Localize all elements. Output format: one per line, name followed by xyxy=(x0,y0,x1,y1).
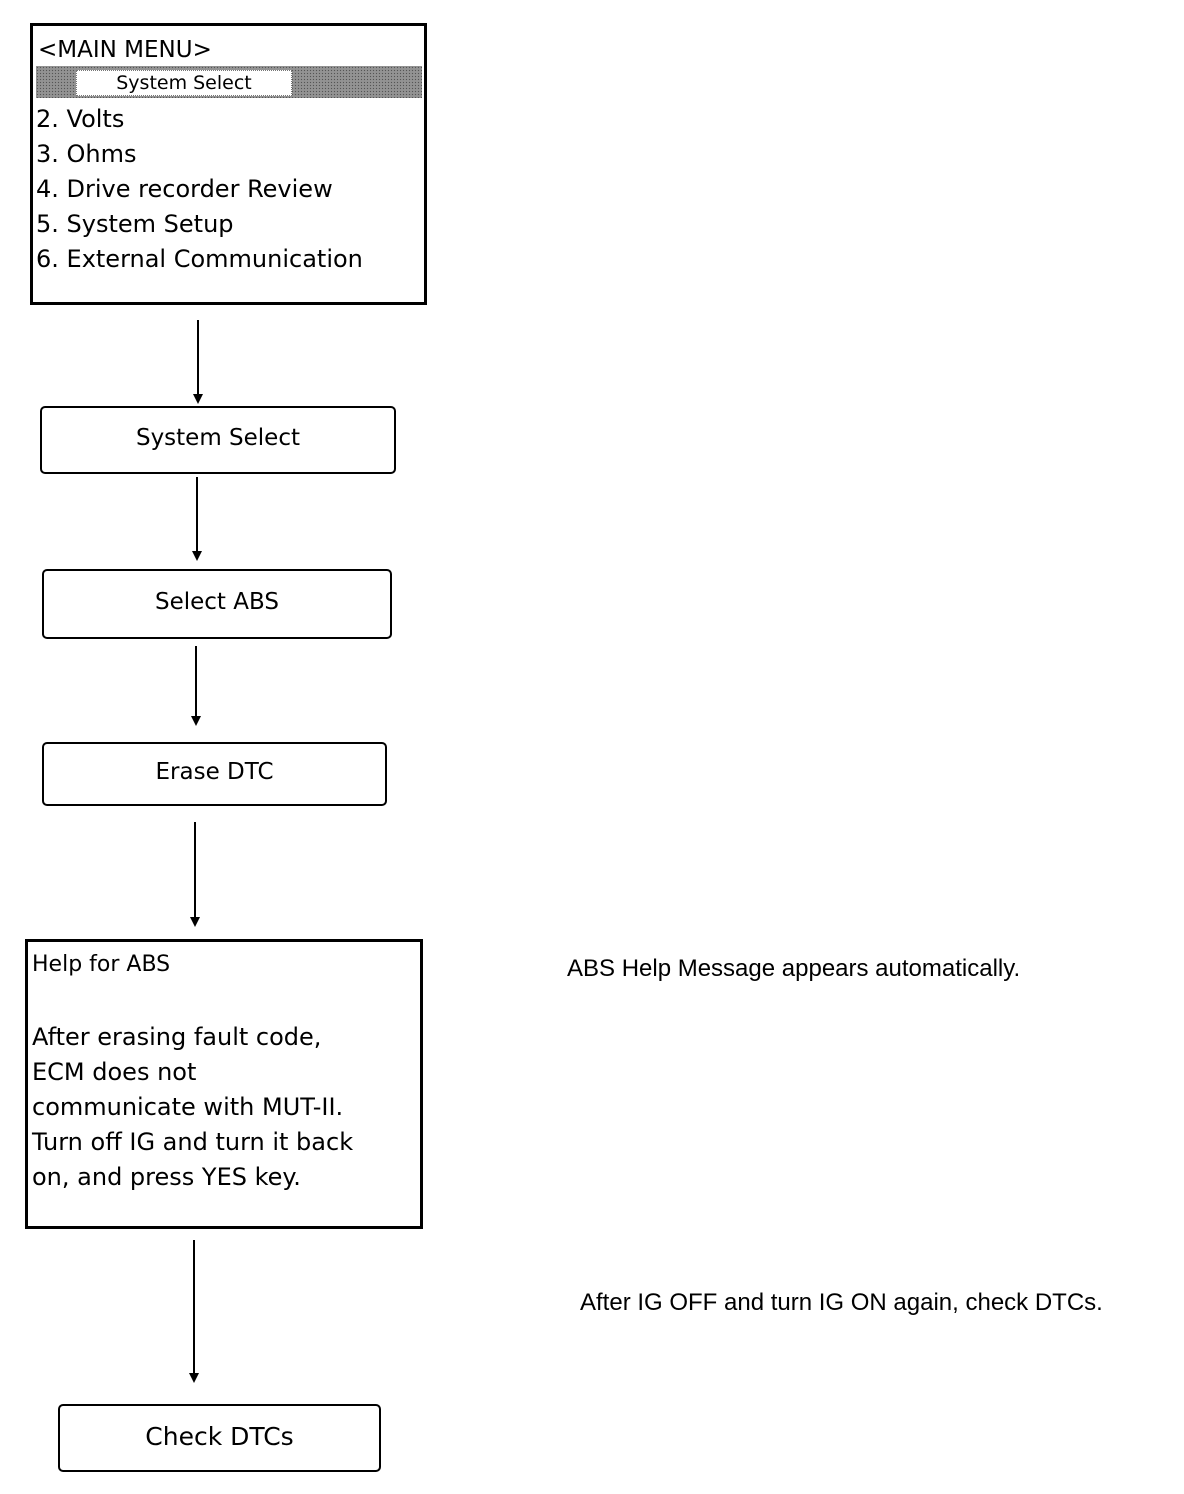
menu-item-volts[interactable]: 2. Volts xyxy=(36,105,125,133)
arrowhead-3 xyxy=(191,716,201,726)
step-system-select: System Select xyxy=(40,406,396,474)
step-check-dtcs: Check DTCs xyxy=(58,1404,381,1472)
main-menu-title: <MAIN MENU> xyxy=(38,37,212,63)
arrowhead-4 xyxy=(190,917,200,927)
help-message-body: After erasing fault code, ECM does not c… xyxy=(32,1020,353,1195)
menu-item-drive-recorder-review[interactable]: 4. Drive recorder Review xyxy=(36,175,333,203)
arrowhead-2 xyxy=(192,551,202,561)
step-erase-dtc: Erase DTC xyxy=(42,742,387,806)
help-line: communicate with MUT-II. xyxy=(32,1093,344,1121)
step-select-abs: Select ABS xyxy=(42,569,392,639)
menu-item-ohms[interactable]: 3. Ohms xyxy=(36,140,137,168)
help-line: After erasing fault code, xyxy=(32,1023,322,1051)
selected-menu-item-label: System Select xyxy=(76,70,292,96)
help-line: ECM does not xyxy=(32,1058,197,1086)
help-title: Help for ABS xyxy=(32,952,171,977)
main-menu-list: 2. Volts 3. Ohms 4. Drive recorder Revie… xyxy=(36,102,363,277)
main-menu-screen: <MAIN MENU> System Select 2. Volts 3. Oh… xyxy=(30,23,427,305)
menu-item-system-setup[interactable]: 5. System Setup xyxy=(36,210,234,238)
help-line: on, and press YES key. xyxy=(32,1163,301,1191)
selected-menu-row[interactable]: System Select xyxy=(36,66,422,98)
abs-help-screen: Help for ABS After erasing fault code, E… xyxy=(25,939,423,1229)
menu-item-external-communication[interactable]: 6. External Communication xyxy=(36,245,363,273)
help-line: Turn off IG and turn it back xyxy=(32,1128,354,1156)
note-after-ig: After IG OFF and turn IG ON again, check… xyxy=(580,1289,1103,1316)
arrowhead-1 xyxy=(193,394,203,404)
arrowhead-5 xyxy=(189,1373,199,1383)
note-help-message: ABS Help Message appears automatically. xyxy=(567,955,1021,982)
